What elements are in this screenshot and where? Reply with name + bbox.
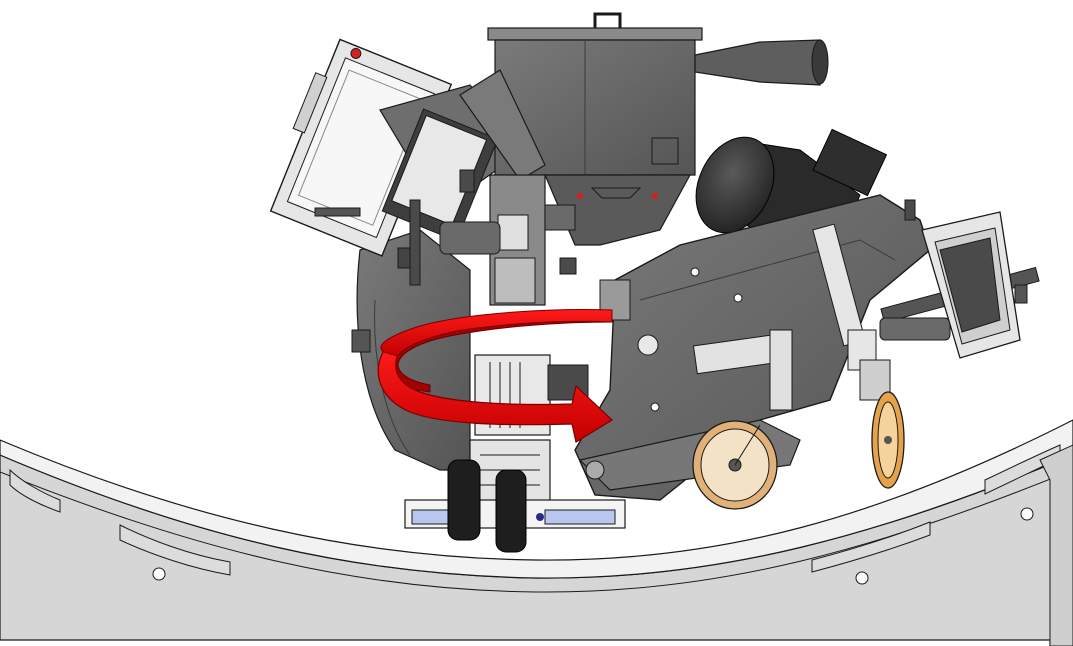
guide-wheel-left	[692, 420, 778, 510]
guide-wheel-right	[859, 359, 905, 489]
control-panel	[269, 38, 453, 257]
emergency-stop-icon	[350, 47, 362, 59]
rotation-arrow	[377, 309, 613, 443]
right-panel	[921, 211, 1028, 359]
hopper-unit	[459, 12, 829, 246]
track-bolts	[152, 507, 1034, 585]
curved-pipe-track	[0, 419, 1073, 646]
drive-wheel	[447, 459, 527, 553]
